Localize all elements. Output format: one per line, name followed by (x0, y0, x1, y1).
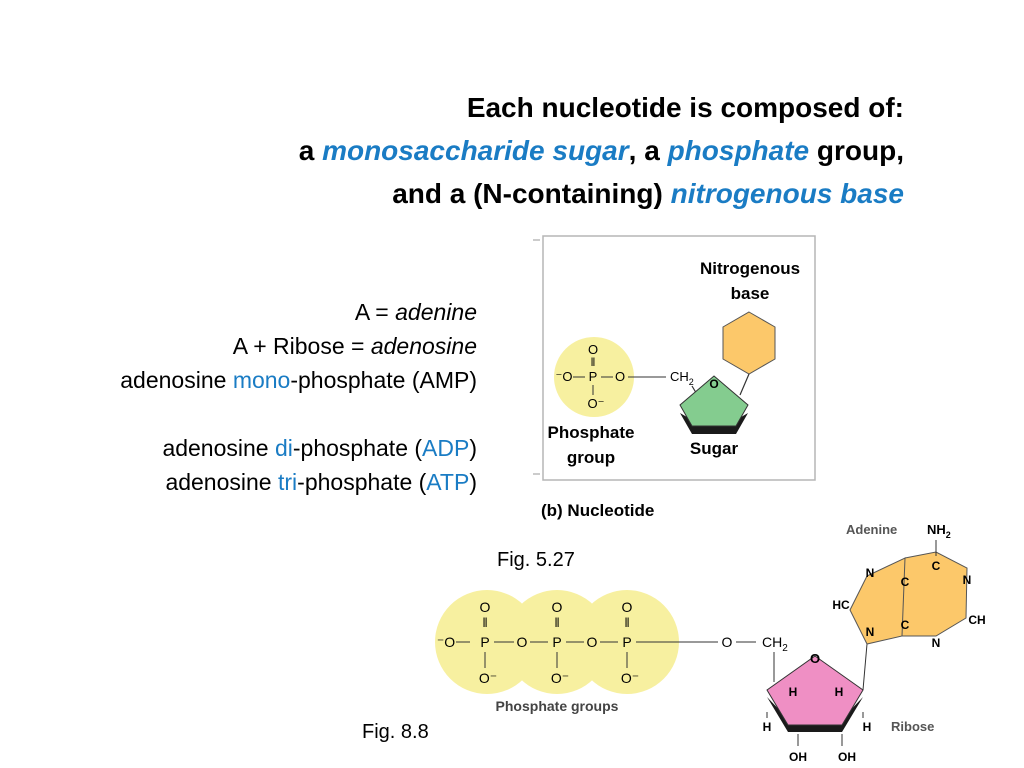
def-amp: adenosine mono-phosphate (AMP) (120, 367, 477, 393)
phosphate-o-left: ⁻O (556, 369, 573, 384)
ribose-label: Ribose (891, 719, 934, 734)
atp-diagram: ⁻O P O ‖ O⁻ O P O ‖ O⁻ O P O ‖ O⁻ O CH2 … (435, 522, 986, 764)
ribose-h-right: H (863, 720, 872, 734)
phosphate-o-bottom: O⁻ (588, 396, 605, 411)
ch2-label: CH2 (670, 369, 694, 387)
oxygen-minus-2: O⁻ (551, 670, 569, 686)
phosphate-groups-circles (435, 590, 679, 694)
figure-frame (542, 235, 816, 481)
adenine-n9: N (866, 625, 875, 639)
def-adenosine: A + Ribose = adenosine (232, 333, 477, 359)
adenine-c2: CH (968, 613, 985, 627)
title-line-1: Each nucleotide is composed of: (466, 92, 904, 123)
term-monosaccharide-sugar: monosaccharide sugar (322, 135, 629, 166)
oxygen-top-3: O (622, 599, 633, 615)
slide-title: Each nucleotide is composed of: a monosa… (299, 86, 904, 215)
sugar-pentagon (679, 375, 749, 427)
adenine-n7: N (866, 566, 875, 580)
phosphate-o-right: O (615, 369, 625, 384)
adenine-n1: N (963, 573, 972, 587)
def-adenine: A = adenine (354, 299, 477, 325)
spacer (120, 397, 477, 431)
phosphate-group-label-1: Phosphate (548, 423, 635, 442)
base-label-2: base (731, 284, 770, 303)
oxygen-minus-3: O⁻ (621, 670, 639, 686)
phosphate-group-label-2: group (567, 448, 615, 467)
nitrogenous-base-hexagon (722, 311, 776, 375)
oxygen-minus-1: O⁻ (479, 670, 497, 686)
ribose-h-inner-right: H (835, 685, 844, 699)
double-bond-mark: ‖ (591, 355, 596, 369)
oxygen-top-1: O (480, 599, 491, 615)
title-line-3: and a (N-containing) nitrogenous base (392, 178, 904, 209)
phosphate-circle (554, 337, 634, 417)
double-bond-mark: ‖ (624, 615, 629, 630)
oxygen-top-2: O (552, 599, 563, 615)
fig-label-5-27: Fig. 5.27 (497, 549, 575, 571)
ring-o-label: O (709, 377, 718, 391)
adenine-c4: C (901, 618, 910, 632)
phosphorus-1: P (480, 634, 489, 650)
title-line-2: a monosaccharide sugar, a phosphate grou… (298, 135, 904, 166)
oxygen-bridge-1: O (517, 634, 528, 650)
ribose-h-inner-left: H (789, 685, 798, 699)
base-sugar-bond (739, 373, 750, 396)
nucleotide-caption: (b) Nucleotide (541, 501, 654, 520)
phosphate-groups-label: Phosphate groups (496, 698, 619, 714)
def-adp: adenosine di-phosphate (ADP) (162, 435, 477, 461)
phosphorus-2: P (552, 634, 561, 650)
nucleotide-diagram: Nitrogenous base O ‖ ⁻O P O O⁻ CH2 O Pho… (533, 235, 816, 520)
o-minus-left: ⁻O (437, 634, 455, 650)
term-phosphate: phosphate (667, 135, 810, 166)
nh2-label: NH2 (927, 522, 951, 540)
phosphorus-3: P (622, 634, 631, 650)
sugar-label: Sugar (690, 439, 739, 458)
term-nitrogenous-base: nitrogenous base (670, 178, 904, 209)
base-ribose-bond (862, 643, 868, 691)
ribose-ring-o: O (810, 651, 820, 666)
oxygen-bridge-3: O (722, 634, 733, 650)
adenine-c8: HC (832, 598, 850, 612)
phosphate-circle-3 (575, 590, 679, 694)
ribose-pentagon (766, 655, 864, 726)
fig-label-8-8: Fig. 8.8 (362, 721, 429, 743)
def-atp: adenosine tri-phosphate (ATP) (165, 469, 477, 495)
adenine-label: Adenine (846, 522, 897, 537)
double-bond-mark: ‖ (554, 615, 559, 630)
phosphate-p: P (589, 369, 598, 384)
ribose-h-left: H (763, 720, 772, 734)
adenine-c5: C (901, 575, 910, 589)
ribose-oh-right: OH (838, 750, 856, 764)
ch2-label: CH2 (762, 634, 788, 654)
double-bond-mark: ‖ (482, 615, 487, 630)
ribose-oh-left: OH (789, 750, 807, 764)
oxygen-bridge-2: O (587, 634, 598, 650)
phosphate-o-top: O (588, 342, 598, 357)
adenine-c6: C (932, 559, 941, 573)
adenine-n3: N (932, 636, 941, 650)
base-label-1: Nitrogenous (700, 259, 800, 278)
definitions-list: A = adenine A + Ribose = adenosine adeno… (120, 295, 477, 499)
